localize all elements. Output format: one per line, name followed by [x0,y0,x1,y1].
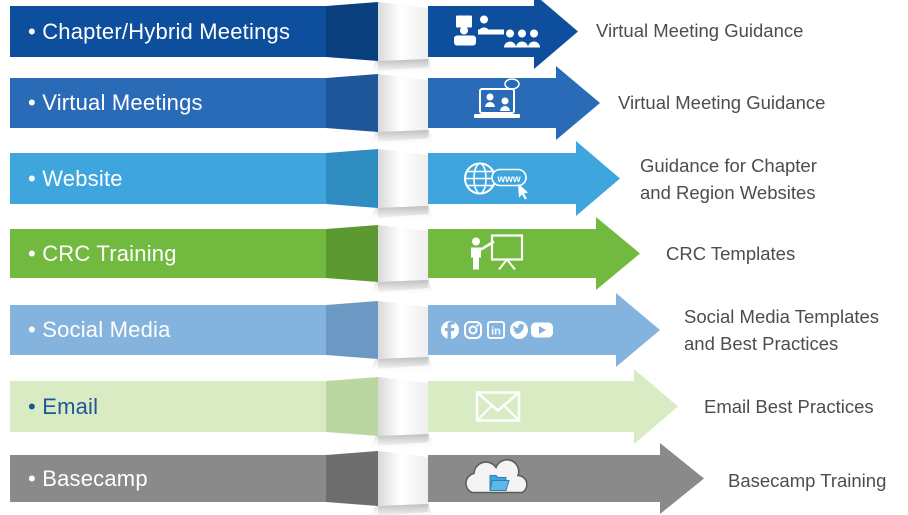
svg-text:www: www [496,174,521,185]
ribbon-fold [378,225,428,282]
row-description: Basecamp Training [728,467,886,494]
row-label: • Virtual Meetings [28,90,203,115]
row-label: • Social Media [28,317,171,342]
ribbon-bar [10,229,378,278]
description-line: Virtual Meeting Guidance [596,20,804,41]
row-description: Social Media Templates and Best Practices [684,303,879,357]
ribbon-arrow [428,217,640,290]
ribbon-row: www [10,141,620,222]
description-line: and Region Websites [640,182,816,203]
ribbon-fold [378,377,428,436]
ribbon-bar [10,381,378,432]
row-description: Virtual Meeting Guidance [618,89,825,116]
envelope-icon [475,391,521,422]
ribbon-row [10,66,600,146]
row-description: Guidance for Chapter and Region Websites [640,152,817,206]
ribbon-fold [378,2,428,61]
description-line: Email Best Practices [704,396,874,417]
description-line: CRC Templates [666,243,796,264]
presenter-board-icon [471,234,524,271]
cloud-folder-icon [465,459,528,494]
row-label: • Website [28,165,123,191]
ribbon-row [10,217,640,296]
row-label: • CRC Training [28,240,177,266]
svg-text:in: in [491,326,501,338]
description-line: and Best Practices [684,333,839,354]
ribbon-row [10,443,704,515]
ribbon-arrow [428,369,678,444]
ribbon-row: in [10,293,660,373]
ribbon-bar [10,455,378,502]
row-label: • Email [28,393,99,419]
ribbon-arrow [428,443,704,514]
row-label: • Chapter/Hybrid Meetings [28,18,291,44]
ribbon-bar [10,305,378,355]
ribbon-fold [378,451,428,506]
description-line: Virtual Meeting Guidance [618,92,826,113]
row-description: Email Best Practices [704,393,874,420]
globe-www-icon: www [464,162,528,200]
ribbon-bar [10,78,378,128]
ribbon-bar [10,6,378,57]
description-line: Guidance for Chapter [640,155,817,176]
description-line: Basecamp Training [728,470,887,491]
ribbon-fold [378,301,428,359]
social-media-icons: in [441,321,553,339]
row-description: Virtual Meeting Guidance [596,17,803,44]
ribbon-row [10,0,578,75]
video-conference-icon [474,78,520,118]
row-label: • Basecamp [28,465,148,491]
ribbon-fold [378,149,428,208]
description-line: Social Media Templates [684,306,880,327]
ribbon-row [10,369,678,450]
ribbon-fold [378,74,428,132]
meeting-group-icon [454,15,540,48]
ribbon-bar [10,153,378,204]
row-description: CRC Templates [666,240,795,267]
